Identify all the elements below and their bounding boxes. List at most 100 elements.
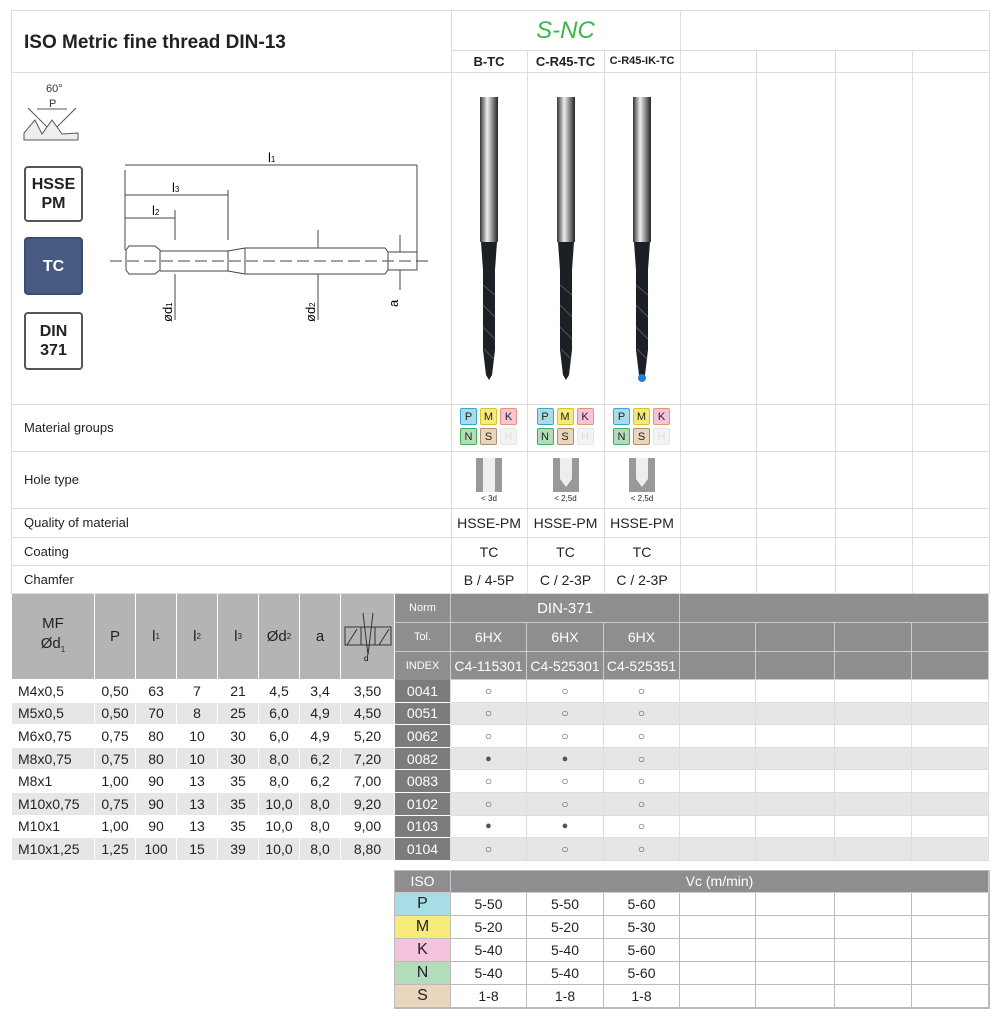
- cell: M6x0,75: [12, 725, 95, 748]
- coating-value: TC: [556, 543, 575, 560]
- empty-cell: [756, 747, 835, 771]
- index-number: 0062: [395, 725, 451, 748]
- cell: 3,50: [341, 680, 395, 703]
- cell: M10x0,75: [12, 793, 95, 816]
- empty-cell: [912, 702, 989, 726]
- row-label-hole-type: Hole type: [24, 472, 79, 487]
- tolerance-value: 6HX: [451, 623, 527, 652]
- empty-cell: [912, 680, 989, 703]
- empty-cell: [756, 725, 835, 748]
- empty-cell: [680, 916, 756, 939]
- coating-value: TC: [479, 543, 499, 560]
- empty-cell: [912, 939, 989, 962]
- cutting-speed: 5-60: [604, 962, 680, 985]
- availability-mark: ○: [527, 725, 604, 748]
- cell: 0,50: [95, 702, 136, 726]
- availability-mark: ○: [527, 770, 604, 793]
- quality-value: HSSE-PM: [610, 514, 674, 531]
- material-group-s: S: [480, 428, 497, 445]
- table-row: [12, 725, 989, 748]
- availability-mark: ○: [604, 680, 680, 703]
- table-row: [12, 702, 989, 726]
- iso-group-p: P: [395, 893, 451, 916]
- cell: 8,80: [341, 838, 395, 861]
- empty-cell: [835, 702, 912, 726]
- product-header-1: C-R45-TC: [535, 53, 596, 69]
- tap-image: [557, 97, 575, 380]
- norm-label: Norm: [395, 594, 451, 623]
- index-number: 0041: [395, 680, 451, 703]
- empty-cell: [835, 985, 912, 1008]
- cutting-speed: 5-20: [451, 916, 527, 939]
- availability-mark: ○: [604, 725, 680, 748]
- material-group-h: H: [500, 428, 517, 445]
- iso-group-k: K: [395, 939, 451, 962]
- cell: 6,2: [300, 770, 341, 793]
- cell: 8,0: [300, 793, 341, 816]
- empty-cell: [912, 815, 989, 839]
- d1-label: ød1: [160, 302, 175, 322]
- row-label-material-groups: Material groups: [24, 420, 114, 435]
- empty-cell: [912, 770, 989, 793]
- material-group-n: N: [536, 428, 554, 445]
- cutting-speed: 5-50: [451, 893, 527, 916]
- drill-hole-icon: d: [344, 612, 391, 663]
- cell: 21: [218, 680, 259, 703]
- empty-cell: [835, 770, 912, 793]
- norm-badge: DIN 371: [24, 312, 83, 370]
- availability-mark: ○: [604, 747, 680, 771]
- cell: 80: [136, 747, 177, 771]
- p-header: P: [95, 594, 136, 680]
- empty-cell: [680, 939, 756, 962]
- material-group-s: S: [556, 428, 574, 445]
- divider: [451, 50, 990, 51]
- chamfer-value: B / 4-5P: [463, 571, 515, 588]
- product-header-0: B-TC: [473, 53, 505, 69]
- cell: 10,0: [259, 815, 300, 839]
- pitch-label: P: [49, 98, 56, 110]
- divider: [11, 72, 990, 73]
- cutting-speed: 5-40: [527, 939, 604, 962]
- cell: 70: [136, 702, 177, 726]
- cell: 9,20: [341, 793, 395, 816]
- cell: 1,00: [95, 815, 136, 839]
- cell: 7,00: [341, 770, 395, 793]
- tap-dimension-drawing: l1 l3 l2 ød1 ød2 a: [110, 150, 430, 322]
- empty-cell: [756, 838, 835, 861]
- divider: [912, 50, 913, 594]
- cutting-speed: 5-60: [604, 939, 680, 962]
- empty-cell: [835, 793, 912, 816]
- empty-cell: [835, 916, 912, 939]
- material-group-n: N: [460, 428, 477, 445]
- a-header: a: [300, 594, 341, 680]
- blind-hole-icon: [552, 458, 579, 492]
- empty-cell: [912, 985, 989, 1008]
- cell: M10x1,25: [12, 838, 95, 861]
- coating-badge: TC: [24, 237, 83, 295]
- cell: 8: [177, 702, 218, 726]
- hole-depth-label: < 2,5d: [630, 494, 654, 503]
- vc-header: Vc (m/min): [451, 870, 989, 893]
- cell: 39: [218, 838, 259, 861]
- cell: 90: [136, 770, 177, 793]
- cell: 10: [177, 725, 218, 748]
- cell: 13: [177, 770, 218, 793]
- table-row: [12, 747, 989, 771]
- divider: [11, 404, 990, 405]
- index-code: C4-115301: [451, 652, 527, 680]
- cell: 4,50: [341, 702, 395, 726]
- material-group-p: P: [460, 408, 477, 425]
- cell: 4,9: [300, 725, 341, 748]
- availability-mark: ○: [451, 725, 527, 748]
- hole-depth-label: < 3d: [481, 494, 497, 503]
- empty-cell: [680, 680, 756, 703]
- tolerance-empty: [835, 623, 912, 652]
- brand-logo: S-NC: [536, 17, 595, 44]
- cell: 6,0: [259, 702, 300, 726]
- availability-mark: ●: [527, 815, 604, 839]
- tolerance-empty: [756, 623, 835, 652]
- cutting-speed: 1-8: [527, 985, 604, 1008]
- index-number: 0051: [395, 702, 451, 726]
